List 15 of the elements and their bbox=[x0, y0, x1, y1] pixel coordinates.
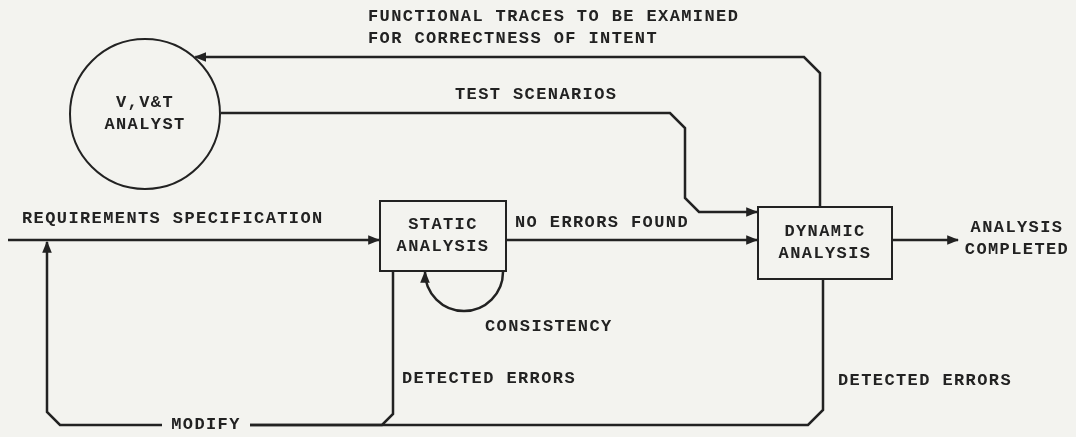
arrow bbox=[42, 240, 162, 427]
node-label: V,V&T ANALYST bbox=[103, 91, 187, 136]
loop-text: MODIFY bbox=[171, 413, 241, 436]
process-box bbox=[757, 206, 893, 280]
actor-circle bbox=[69, 38, 221, 190]
node-label: STATIC ANALYSIS bbox=[395, 213, 491, 258]
arrow bbox=[221, 111, 759, 217]
terminal-text: ANALYSIS COMPLETED bbox=[963, 216, 1071, 261]
arrow bbox=[420, 270, 505, 313]
arrow bbox=[8, 235, 381, 245]
arrow bbox=[507, 235, 759, 245]
node-label: DYNAMIC ANALYSIS bbox=[777, 220, 873, 265]
arrow bbox=[194, 52, 822, 206]
process-box bbox=[379, 200, 507, 272]
arrow bbox=[893, 235, 960, 245]
